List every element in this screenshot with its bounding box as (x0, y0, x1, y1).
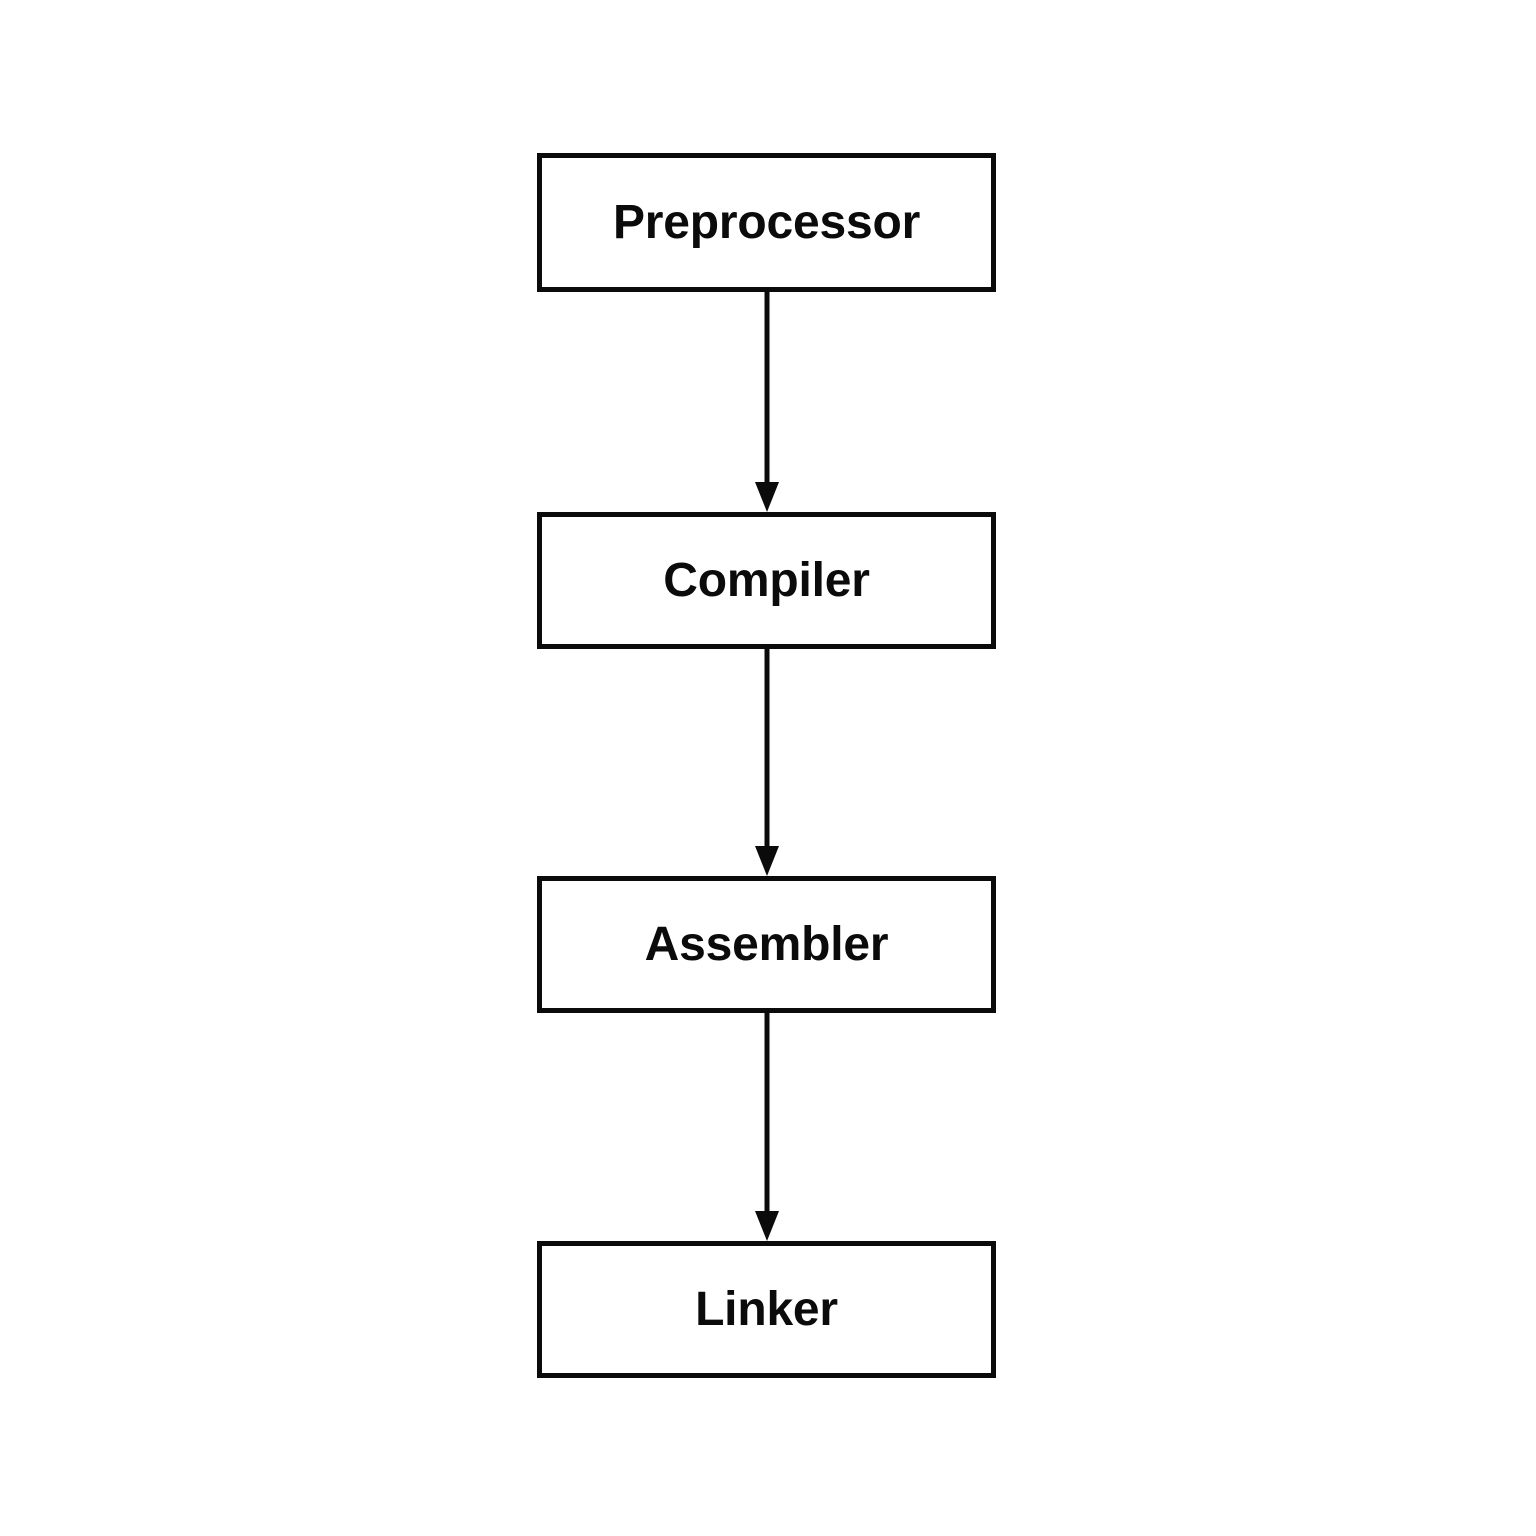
arrowhead-down-icon (755, 482, 779, 512)
flow-node-label: Compiler (663, 553, 870, 607)
flow-node-linker[interactable]: Linker (537, 1241, 996, 1378)
flow-node-label: Preprocessor (612, 195, 921, 249)
flow-node-label: Linker (695, 1282, 838, 1336)
arrowhead-down-icon (755, 846, 779, 876)
arrowhead-down-icon (755, 1211, 779, 1241)
flow-node-preprocessor[interactable]: Preprocessor (537, 153, 996, 292)
flow-node-label: Assembler (644, 917, 889, 971)
flow-node-compiler[interactable]: Compiler (537, 512, 996, 649)
flow-node-assembler[interactable]: Assembler (537, 876, 996, 1013)
